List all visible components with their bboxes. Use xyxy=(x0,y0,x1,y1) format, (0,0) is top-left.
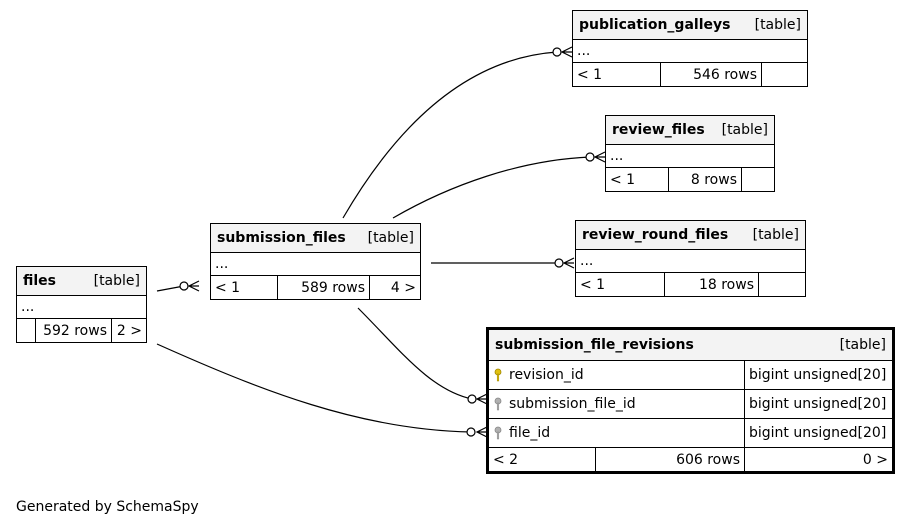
parents-count: < 1 xyxy=(211,276,278,299)
table-files[interactable]: files [table] ... 592 rows 2 > xyxy=(16,266,147,343)
column-row[interactable]: submission_file_id bigint unsigned[20] xyxy=(489,390,892,419)
table-name: submission_files xyxy=(217,230,346,246)
table-name: files xyxy=(23,273,57,289)
table-publication-galleys[interactable]: publication_galleys [table] ... < 1 546 … xyxy=(572,10,808,87)
column-type: bigint unsigned[20] xyxy=(749,396,887,412)
edge-submission-files-publication-galleys xyxy=(342,51,558,219)
column-name: revision_id xyxy=(509,367,584,383)
column-name: file_id xyxy=(509,425,551,441)
columns-ellipsis: ... xyxy=(211,253,420,276)
column-type: bigint unsigned[20] xyxy=(749,367,887,383)
edge-submission-files-review-files xyxy=(392,156,591,219)
table-review-files[interactable]: review_files [table] ... < 1 8 rows xyxy=(605,115,775,192)
parents-count: < 1 xyxy=(573,63,661,86)
row-count: 546 rows xyxy=(661,63,762,86)
children-count xyxy=(762,63,807,86)
column-name: submission_file_id xyxy=(509,396,636,412)
table-submission-file-revisions[interactable]: submission_file_revisions [table] revisi… xyxy=(486,327,895,474)
columns-ellipsis: ... xyxy=(17,296,146,319)
row-count: 592 rows xyxy=(36,319,112,342)
optional-marker xyxy=(554,258,564,268)
table-type-label: [table] xyxy=(93,273,140,289)
table-type-label: [table] xyxy=(754,17,801,33)
column-row[interactable]: file_id bigint unsigned[20] xyxy=(489,419,892,448)
optional-marker xyxy=(467,394,477,404)
children-count: 2 > xyxy=(116,322,142,339)
columns-ellipsis: ... xyxy=(573,40,807,63)
table-type-label: [table] xyxy=(721,122,768,138)
children-count: 0 > xyxy=(862,451,888,468)
children-count xyxy=(759,273,805,296)
parents-count: < 1 xyxy=(606,168,669,191)
table-name: publication_galleys xyxy=(579,17,731,33)
row-count: 18 rows xyxy=(665,273,759,296)
table-name: review_round_files xyxy=(582,227,729,243)
columns-ellipsis: ... xyxy=(576,250,805,273)
optional-marker xyxy=(466,427,476,437)
table-review-round-files[interactable]: review_round_files [table] ... < 1 18 ro… xyxy=(575,220,806,297)
generated-by-note: Generated by SchemaSpy xyxy=(16,499,199,515)
row-count: 589 rows xyxy=(278,276,370,299)
column-row[interactable]: revision_id bigint unsigned[20] xyxy=(489,361,892,390)
column-type: bigint unsigned[20] xyxy=(749,425,887,441)
table-submission-files[interactable]: submission_files [table] ... < 1 589 row… xyxy=(210,223,421,300)
optional-marker xyxy=(585,152,595,162)
children-count: 4 > xyxy=(390,279,416,296)
parents-count: < 1 xyxy=(576,273,665,296)
foreign-key-icon xyxy=(494,426,502,440)
columns-ellipsis: ... xyxy=(606,145,774,168)
row-count: 8 rows xyxy=(669,168,742,191)
parents-count xyxy=(17,319,36,342)
optional-marker xyxy=(179,281,189,291)
table-name: review_files xyxy=(612,122,705,138)
primary-key-icon xyxy=(494,368,502,382)
row-count: 606 rows xyxy=(596,448,745,471)
table-type-label: [table] xyxy=(839,337,886,353)
foreign-key-icon xyxy=(494,397,502,411)
optional-marker xyxy=(552,47,562,57)
edge-files-revisions xyxy=(156,343,472,433)
children-count xyxy=(742,168,774,191)
parents-count: < 2 xyxy=(489,448,596,471)
table-name: submission_file_revisions xyxy=(495,337,694,353)
table-type-label: [table] xyxy=(367,230,414,246)
table-type-label: [table] xyxy=(752,227,799,243)
edge-submission-files-revisions xyxy=(357,307,473,400)
